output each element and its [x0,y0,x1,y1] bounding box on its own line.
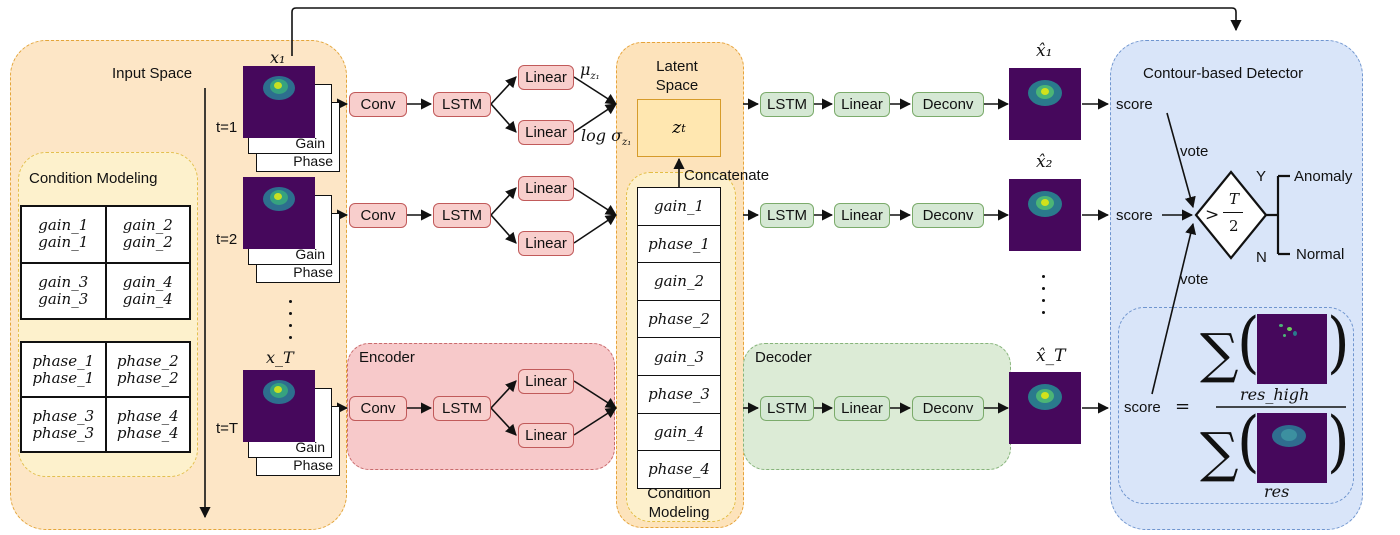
paren-right: ) [1327,401,1350,481]
linear-block: Linear [518,423,574,448]
decision-gt: > [1205,205,1220,225]
log-sigma-label: log σz₁ [581,126,632,149]
conv-block: Conv [349,203,407,228]
lstm-block: LSTM [433,92,491,117]
decision-fraction-bar [1223,212,1243,213]
vote-label: vote [1180,143,1209,160]
residual-high-heatmap [1257,314,1327,384]
lstm-block: LSTM [433,396,491,421]
latent-space-label: Latent Space [655,58,699,94]
time-label: t=1 [216,119,238,136]
input-heatmap [243,66,315,138]
input-heatmap [243,370,315,442]
output-heatmap [1009,68,1081,140]
decision-numerator: T [1229,190,1240,208]
condition-row: phase_3 [638,376,720,414]
lstm-block: LSTM [760,203,814,228]
denominator-label: res [1264,482,1290,501]
linear-block: Linear [518,231,574,256]
linear-block: Linear [518,369,574,394]
condition-modeling-label: Condition Modeling [29,170,158,187]
numerator-label: res_high [1240,385,1310,404]
residual-heatmap [1257,413,1327,483]
deconv-block: Deconv [912,92,984,117]
encoder-label: Encoder [359,349,415,366]
decision-denominator: 2 [1229,217,1239,235]
time-label: t=2 [216,231,238,248]
linear-block: Linear [518,65,574,90]
equals-sign: = [1175,396,1191,417]
vote-arrow-T [1151,222,1197,395]
output-x2-label: x̂₂ [1036,152,1053,172]
linear-block: Linear [518,120,574,145]
condition-row: phase_4 [648,460,710,479]
time-label: t=T [216,420,239,437]
condition-row: phase_2 [638,301,720,339]
no-label: N [1256,249,1267,266]
score-label: score [1116,207,1153,224]
input-x1-label: x₁ [270,48,286,67]
ellipsis-dots [1042,275,1046,323]
anomaly-label: Anomaly [1294,168,1353,185]
deconv-block: Deconv [912,203,984,228]
input-space-label: Input Space [112,65,193,82]
linear-block: Linear [834,92,890,117]
yes-label: Y [1256,168,1267,185]
vote-arrow-1 [1166,112,1196,209]
sum-symbol: ∑ [1200,421,1239,484]
deconv-block: Deconv [912,396,984,421]
lstm-block: LSTM [760,92,814,117]
lstm-block: LSTM [433,203,491,228]
condition-stack: gain_1 phase_1 gain_2 phase_2 gain_3 pha… [637,187,721,489]
linear-block: Linear [518,176,574,201]
linear-block: Linear [834,396,890,421]
condition-row: gain_4 [638,414,720,452]
ellipsis-dots [289,300,293,348]
paren-right: ) [1327,302,1350,382]
score-label: score [1124,399,1161,416]
decision-diamond [1194,170,1268,260]
skip-connection-arrow [291,7,1242,56]
input-xT-label: x_T [266,348,294,367]
paren-left: ( [1237,401,1260,481]
conv-block: Conv [349,92,407,117]
output-heatmap [1009,372,1081,444]
lstm-block: LSTM [760,396,814,421]
latent-condition-label: Condition Modeling [647,485,711,521]
conv-block: Conv [349,396,407,421]
concatenate-label: Concatenate [684,167,770,184]
condition-row: phase_1 [638,226,720,264]
output-heatmap [1009,179,1081,251]
vote-label: vote [1180,271,1209,288]
output-x1-label: x̂₁ [1036,41,1053,61]
condition-row: gain_1 [638,188,720,226]
sum-symbol: ∑ [1200,322,1239,385]
normal-label: Normal [1296,246,1345,263]
input-heatmap [243,177,315,249]
condition-row: gain_3 [638,338,720,376]
detector-label: Contour-based Detector [1143,65,1304,82]
decoder-label: Decoder [755,349,812,366]
linear-block: Linear [834,203,890,228]
score-label: score [1116,96,1153,113]
paren-left: ( [1237,302,1260,382]
output-xT-label: x̂_T [1036,346,1066,366]
condition-row: gain_2 [638,263,720,301]
mu-label: μz₁ [580,60,600,83]
